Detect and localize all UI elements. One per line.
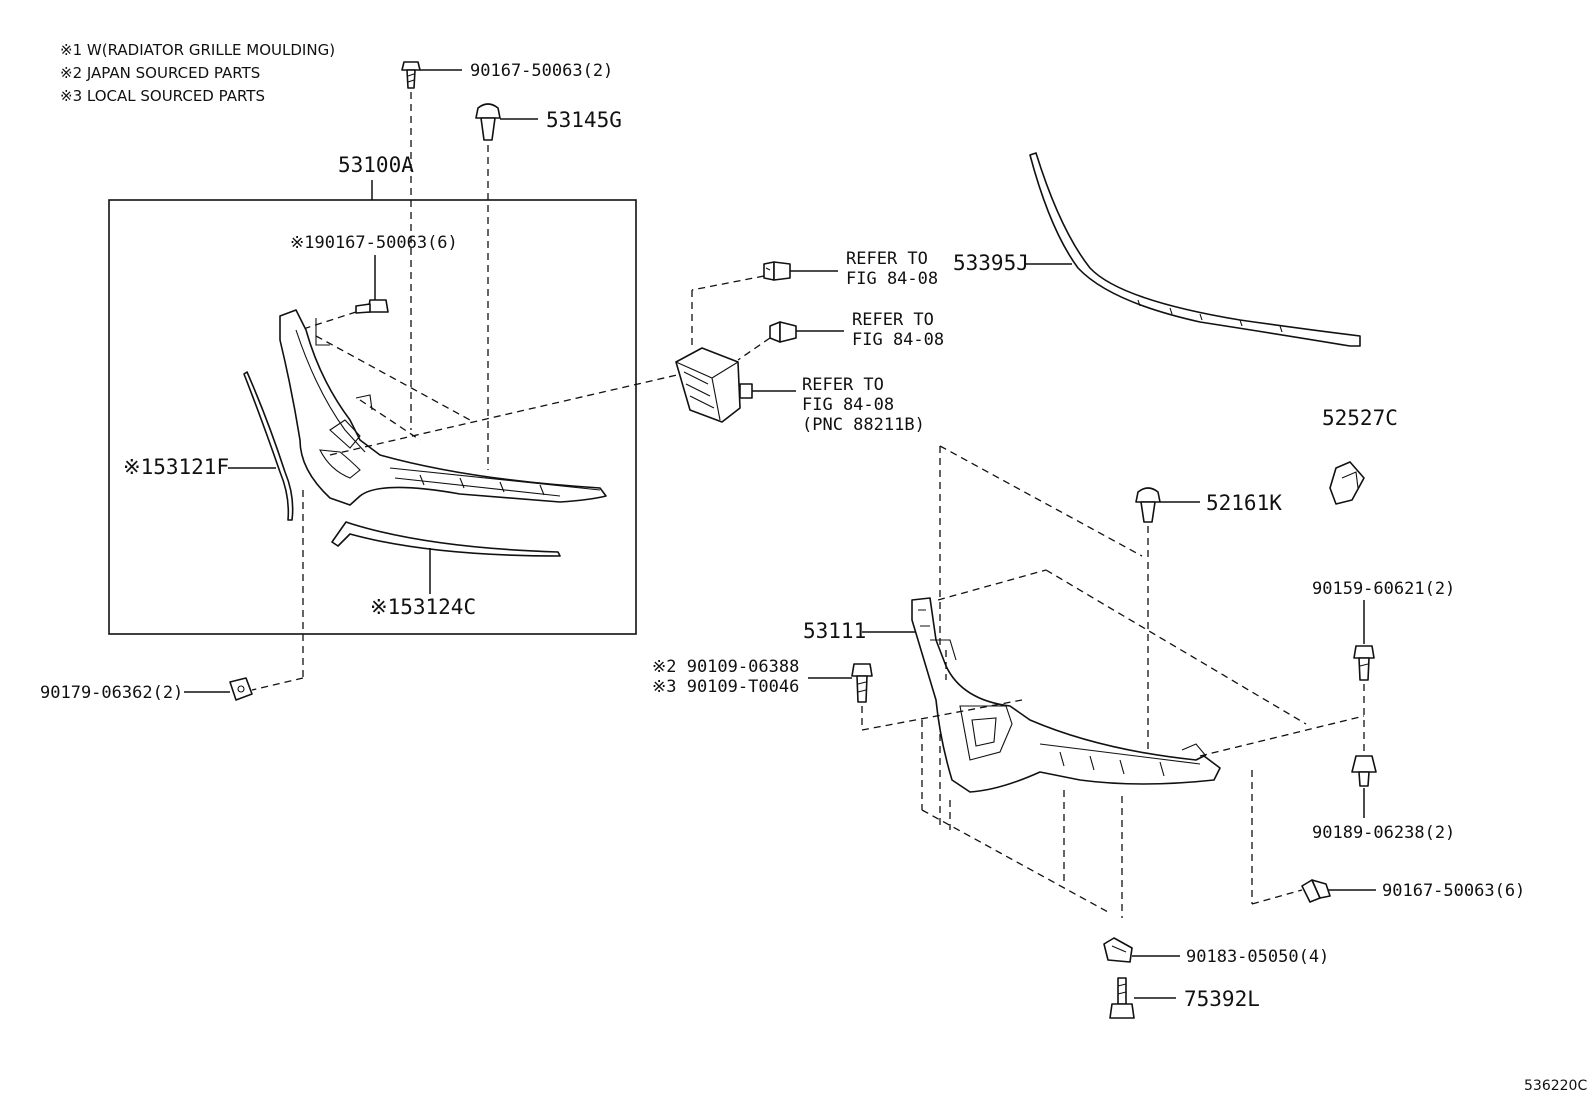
- bolt-refer2-icon: [769, 321, 797, 343]
- bracket-53111-icon: [911, 597, 1221, 793]
- moulding-53395j-icon: [1029, 152, 1361, 347]
- bolt-90167-outer-icon: [1301, 879, 1331, 903]
- refer2-line1[interactable]: REFER TO: [852, 310, 934, 330]
- dash-90167-outer-diag: [1251, 889, 1303, 905]
- dash-bracket-top-b: [1045, 569, 1307, 725]
- dash-grille-1: [315, 335, 471, 421]
- nut-90179-icon: [229, 677, 253, 701]
- label-90167-50063-6-outer[interactable]: 90167-50063(6): [1382, 881, 1525, 901]
- label-90179-06362-2[interactable]: 90179-06362(2): [40, 683, 183, 703]
- bolt-90167-top-icon: [401, 61, 421, 89]
- label-53100a[interactable]: 53100A: [338, 153, 414, 177]
- label-90189-06238-2[interactable]: 90189-06238(2): [1312, 823, 1455, 843]
- dash-90167-inner: [299, 311, 357, 331]
- label-75392l[interactable]: 75392L: [1184, 987, 1260, 1011]
- refer3-line3[interactable]: (PNC 88211B): [802, 415, 925, 435]
- clip-53145g-icon: [475, 103, 501, 141]
- label-53395j[interactable]: 53395J: [953, 251, 1029, 275]
- label-52527c[interactable]: 52527C: [1322, 406, 1398, 430]
- note-1: ※1 W(RADIATOR GRILLE MOULDING): [60, 41, 335, 59]
- label-52161k[interactable]: 52161K: [1206, 491, 1282, 515]
- nut-90189-icon: [1351, 755, 1377, 787]
- dash-90109-diag: [861, 699, 1023, 731]
- bolt-90109-icon: [851, 663, 873, 703]
- dash-grille-2: [359, 399, 421, 441]
- moulding-53395j-clips: [1137, 299, 1283, 333]
- note-2: ※2 JAPAN SOURCED PARTS: [60, 64, 260, 82]
- notes-legend: ※1 W(RADIATOR GRILLE MOULDING) ※2 JAPAN …: [60, 41, 335, 105]
- label-90183-05050-4[interactable]: 90183-05050(4): [1186, 947, 1329, 967]
- dash-sensor-bracket-a: [939, 445, 1143, 557]
- radiator-grille-icon: [279, 309, 607, 506]
- moulding-53121f-icon: [243, 371, 294, 521]
- label-90159-60621-2[interactable]: 90159-60621(2): [1312, 579, 1455, 599]
- label-53111[interactable]: 53111: [803, 619, 866, 643]
- dash-90179-diag: [251, 677, 304, 691]
- dash-90159-diag: [1199, 715, 1365, 757]
- refer2-line2[interactable]: FIG 84-08: [852, 330, 944, 350]
- label-90109-t0046[interactable]: ※3 90109-T0046: [652, 677, 799, 697]
- bolt-90167-inner-icon: [355, 299, 389, 314]
- moulding-53124c-icon: [331, 521, 561, 557]
- dash-bracket-top-a: [937, 569, 1047, 601]
- clip-52527c-icon: [1329, 461, 1365, 505]
- dash-refer1-a: [691, 275, 765, 291]
- refer1-line2[interactable]: FIG 84-08: [846, 269, 938, 289]
- refer1-line1[interactable]: REFER TO: [846, 249, 928, 269]
- label-53145g[interactable]: 53145G: [546, 108, 622, 132]
- bolt-75392l-icon: [1109, 977, 1135, 1019]
- refer3-line2[interactable]: FIG 84-08: [802, 395, 894, 415]
- bolt-refer1-icon: [763, 261, 791, 281]
- bolt-90159-icon: [1353, 645, 1375, 681]
- label-90109-06388[interactable]: ※2 90109-06388: [652, 657, 799, 677]
- dash-sensor-grille: [329, 371, 691, 456]
- dash-refer2: [737, 337, 771, 361]
- refer3-line1[interactable]: REFER TO: [802, 375, 884, 395]
- clip-52161k-icon: [1135, 487, 1161, 523]
- label-53121f[interactable]: ※153121F: [123, 455, 229, 479]
- sensor-88211b-icon: [675, 347, 753, 423]
- assembly-box-53100a: [108, 199, 637, 635]
- figure-id: 536220C: [1524, 1078, 1587, 1094]
- label-53124c[interactable]: ※153124C: [370, 595, 476, 619]
- label-90167-50063-2[interactable]: 90167-50063(2): [470, 61, 613, 81]
- note-3: ※3 LOCAL SOURCED PARTS: [60, 87, 265, 105]
- nut-90183-icon: [1103, 937, 1133, 963]
- label-90167-50063-6-inner[interactable]: ※190167-50063(6): [290, 233, 458, 253]
